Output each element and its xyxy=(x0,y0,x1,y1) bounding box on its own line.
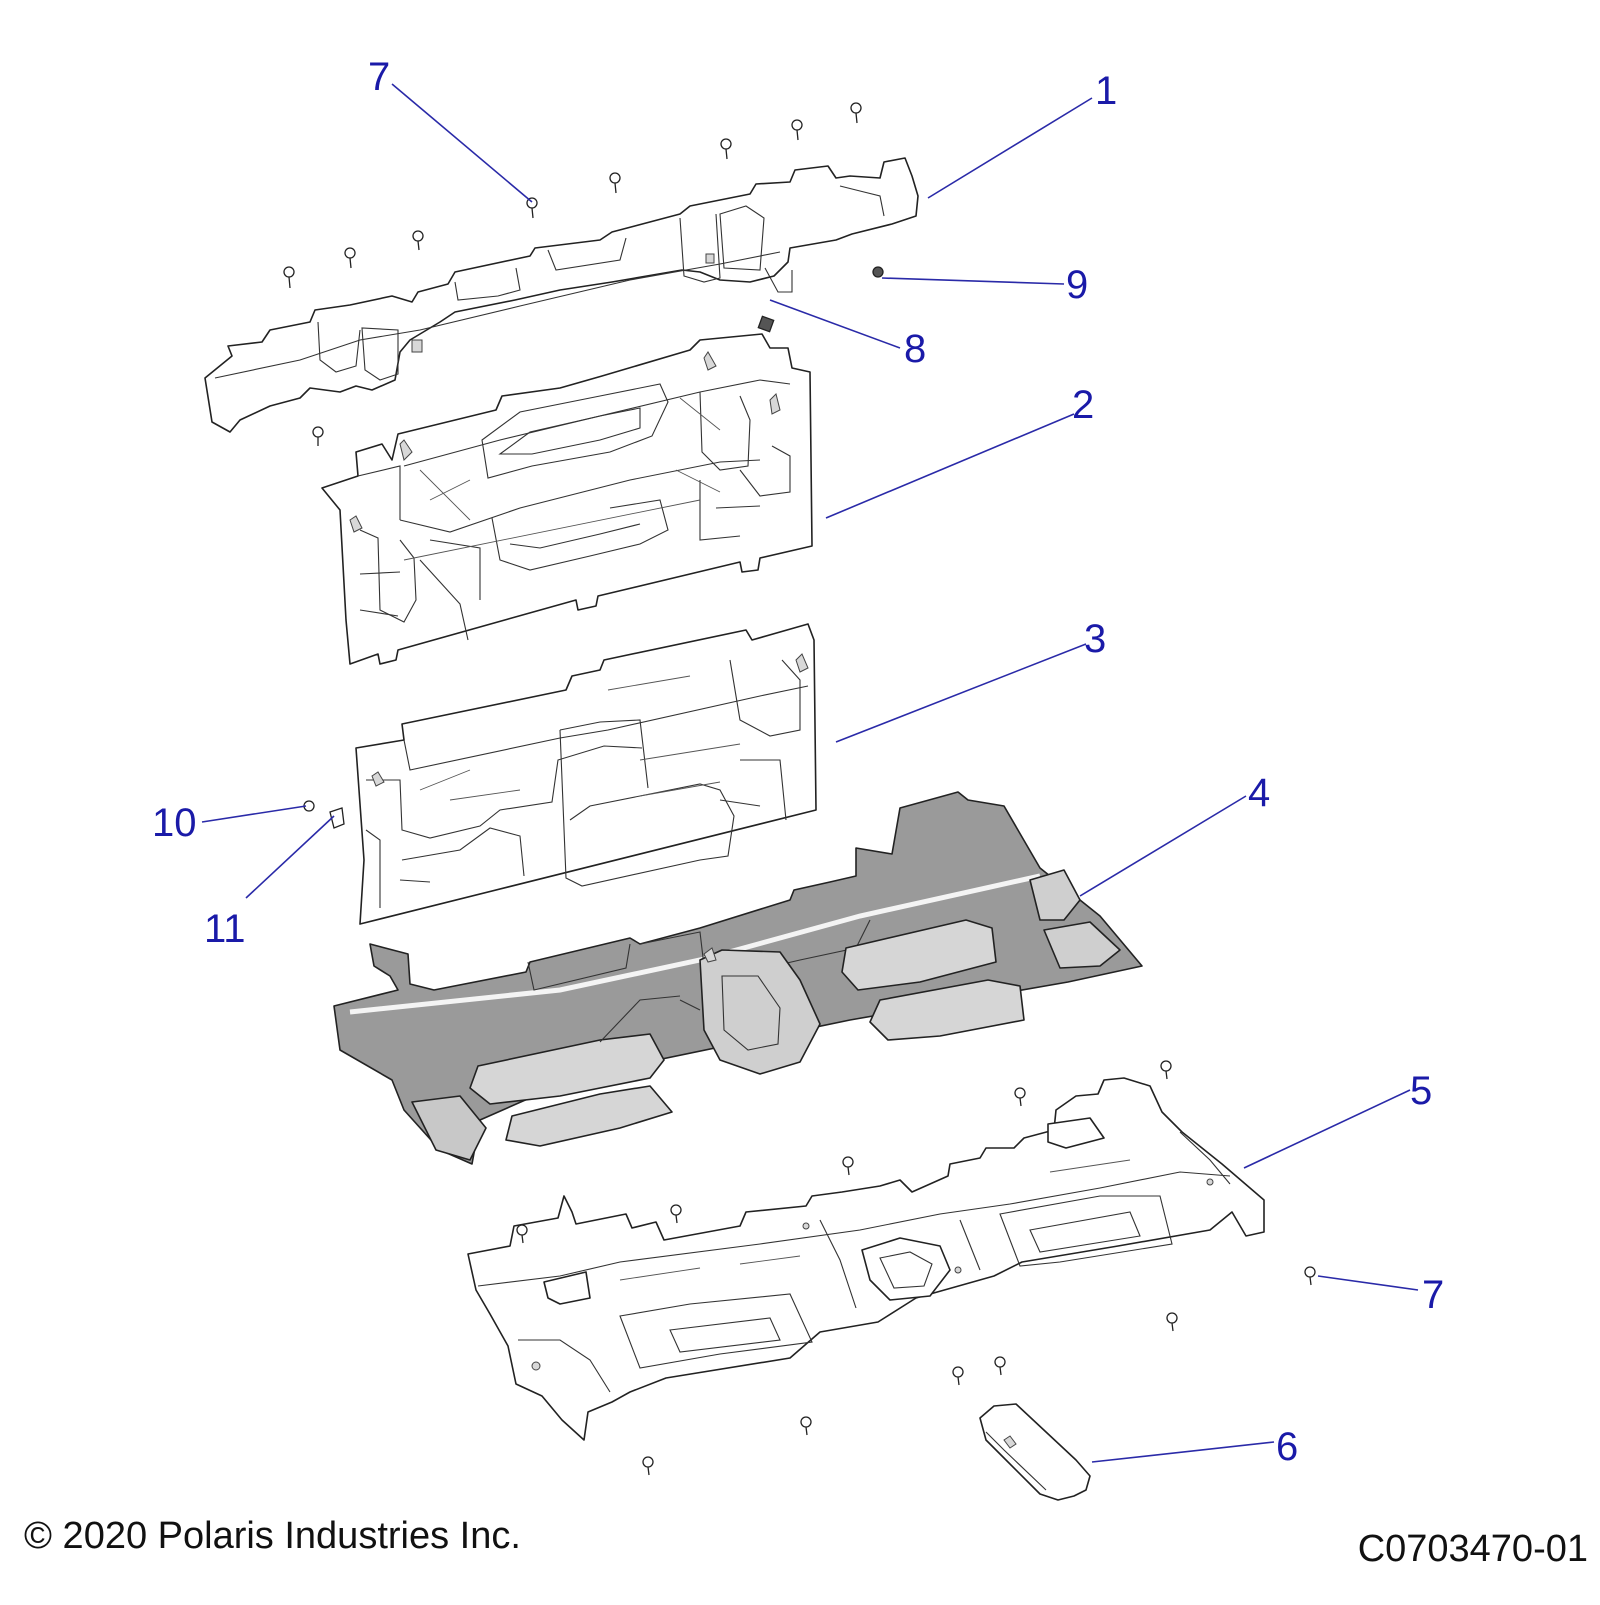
part-3-middle-panel xyxy=(355,623,817,925)
screw-icon xyxy=(670,1204,682,1224)
screw-icon xyxy=(1014,1087,1026,1107)
screw-icon xyxy=(609,172,621,194)
callout-10: 10 xyxy=(152,801,197,845)
screw-icon xyxy=(312,426,324,446)
leader-line-2 xyxy=(825,413,1075,519)
copyright-text: © 2020 Polaris Industries Inc. xyxy=(24,1515,521,1557)
callout-9: 9 xyxy=(1066,263,1088,307)
leader-line-11 xyxy=(245,815,335,899)
screw-icon xyxy=(1166,1312,1178,1332)
callout-7-bottom: 7 xyxy=(1422,1273,1444,1317)
part-1-upper-rail xyxy=(204,157,919,433)
part-4-floor-mat xyxy=(333,791,1143,1165)
part-6-cover-plate xyxy=(979,1403,1091,1501)
screw-icon xyxy=(1160,1060,1172,1080)
nut-icon xyxy=(757,315,775,333)
screw-icon xyxy=(720,138,732,160)
screw-icon xyxy=(791,119,803,141)
screw-icon xyxy=(952,1366,964,1386)
leader-line-5 xyxy=(1243,1089,1411,1169)
screw-icon xyxy=(344,247,356,269)
callout-7-top: 7 xyxy=(368,55,390,99)
callout-6: 6 xyxy=(1276,1425,1298,1469)
fasteners xyxy=(283,102,1316,1476)
screw-icon xyxy=(800,1416,812,1436)
screw-icon xyxy=(412,230,424,251)
part-5-skid-plate xyxy=(467,1077,1265,1441)
callouts: 1 2 3 4 5 6 7 7 8 9 10 11 xyxy=(152,55,1444,1469)
screw-icon xyxy=(994,1356,1006,1376)
leader-line-6 xyxy=(1091,1441,1275,1463)
screw-icon xyxy=(283,266,295,289)
leader-line-4 xyxy=(1079,795,1247,897)
part-2-upper-panel xyxy=(321,333,813,665)
drawing-id: C0703470-01 xyxy=(1357,1528,1588,1570)
screw-icon xyxy=(1304,1266,1316,1286)
screw-icon xyxy=(842,1156,854,1176)
screw-icon xyxy=(516,1224,528,1244)
callout-4: 4 xyxy=(1248,771,1270,815)
screw-icon xyxy=(642,1456,654,1476)
leader-line-7b xyxy=(1317,1275,1419,1291)
callout-3: 3 xyxy=(1084,617,1106,661)
leader-line-8 xyxy=(769,299,901,349)
leader-lines xyxy=(201,83,1419,1463)
leader-line-3 xyxy=(835,643,1087,743)
screw-icon xyxy=(850,102,862,124)
clip-icon xyxy=(872,266,884,278)
clip-icon xyxy=(329,807,345,829)
leader-line-7a xyxy=(391,83,533,203)
callout-5: 5 xyxy=(1410,1069,1432,1113)
callout-2: 2 xyxy=(1072,383,1094,427)
callout-11: 11 xyxy=(204,907,246,951)
callout-8: 8 xyxy=(904,327,926,371)
callout-1: 1 xyxy=(1095,69,1117,113)
leader-line-1 xyxy=(927,97,1093,199)
leader-line-9 xyxy=(881,277,1065,285)
leader-line-10 xyxy=(201,805,307,823)
